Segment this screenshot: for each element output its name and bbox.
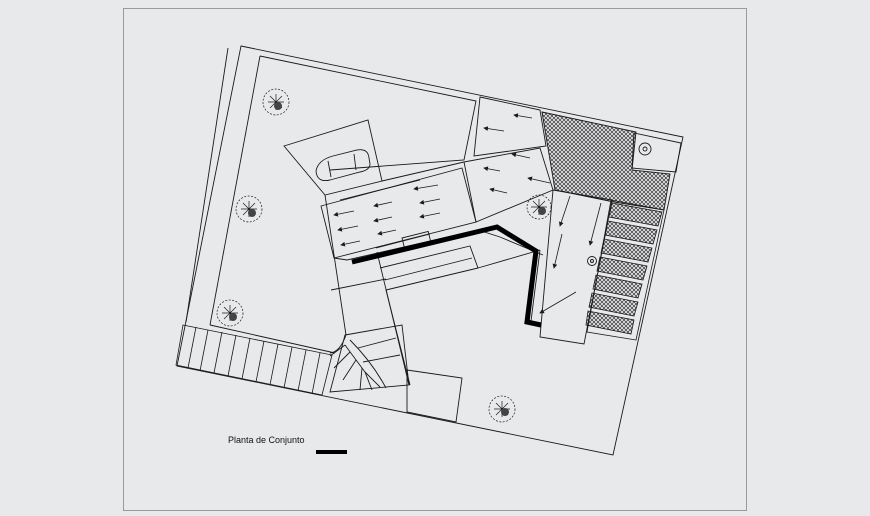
perimeter-steps: [175, 324, 333, 396]
tree-icon: [526, 194, 552, 220]
tree-icon: [235, 195, 263, 223]
drawing-sheet-border: [123, 8, 747, 511]
thick-wall: [351, 224, 542, 328]
garden-areas: [283, 119, 383, 354]
car-icon: [315, 149, 371, 182]
tree-icon: [262, 88, 290, 116]
hatched-planter: [541, 111, 682, 211]
parking-area-top: [473, 96, 547, 157]
tree-icons: [216, 88, 552, 423]
tree-icon: [216, 299, 244, 327]
flow-arrows: [333, 113, 602, 314]
building-outline: [330, 229, 544, 386]
lot-boundary: [176, 45, 684, 456]
caption-underline-bar: [316, 450, 347, 454]
ramp-path: [539, 189, 613, 345]
spiral-stair: [329, 324, 410, 393]
drawing-caption: Planta de Conjunto: [228, 435, 305, 445]
stepped-planters: [585, 199, 665, 341]
entrance-block: [406, 369, 463, 423]
tree-icon: [488, 395, 516, 423]
